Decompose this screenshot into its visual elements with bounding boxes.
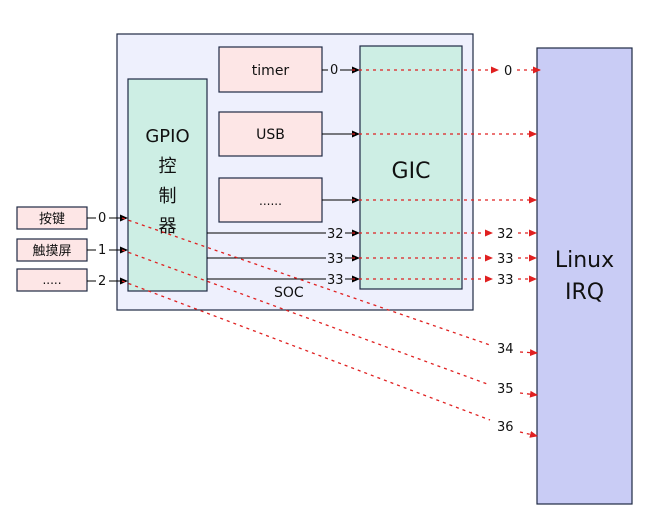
gpio-label-line4: 器 [159,216,177,237]
timer-label: timer [252,63,290,79]
usb-label: USB [256,127,285,143]
linux-irq-label-line1: Linux [555,248,614,273]
gpio-label-line3: 制 [159,186,177,207]
other-peripheral-box [218,177,323,223]
dashed-gpio-36-b [519,430,538,438]
linux-irq-number-36: 36 [497,420,514,435]
gic-input-number-2: 33 [327,273,344,288]
input-pin-1: 1 [98,243,106,258]
linux-irq-box [536,47,633,505]
linux-irq-label-line2: IRQ [565,280,604,305]
gpio-controller-box [127,78,208,292]
input-box-other [16,268,88,292]
linux-irq-number-32: 32 [497,227,514,242]
dashed-gpio-35-b [519,390,538,398]
linux-irq-number-timer: 0 [504,64,512,79]
linux-irq-number-33a: 33 [497,252,514,267]
input-label-key: 按键 [39,212,65,227]
gpio-label-line1: GPIO [145,126,189,147]
dashed-gpio-34-b [519,349,538,357]
input-label-other: ..... [42,273,61,287]
gic-input-number-1: 33 [327,252,344,267]
linux-irq-number-33b: 33 [497,273,514,288]
gic-box [359,45,463,290]
other-peripheral-label: ...... [259,194,282,208]
linux-irq-number-35: 35 [497,382,514,397]
timer-irq-number: 0 [330,63,338,78]
timer-box [218,46,323,93]
soc-label: SOC [274,285,304,301]
gic-input-number-0: 32 [327,227,344,242]
dashed-gpio-35 [121,249,491,386]
gic-label: GIC [392,159,431,184]
input-pin-0: 0 [98,211,106,226]
dashed-gpio-34 [121,217,491,346]
input-pin-2: 2 [98,274,106,289]
input-label-touch: 触摸屏 [32,244,71,259]
linux-irq-number-34: 34 [497,342,514,357]
dashed-gpio-36 [121,280,491,421]
gpio-label-line2: 控 [159,156,177,177]
